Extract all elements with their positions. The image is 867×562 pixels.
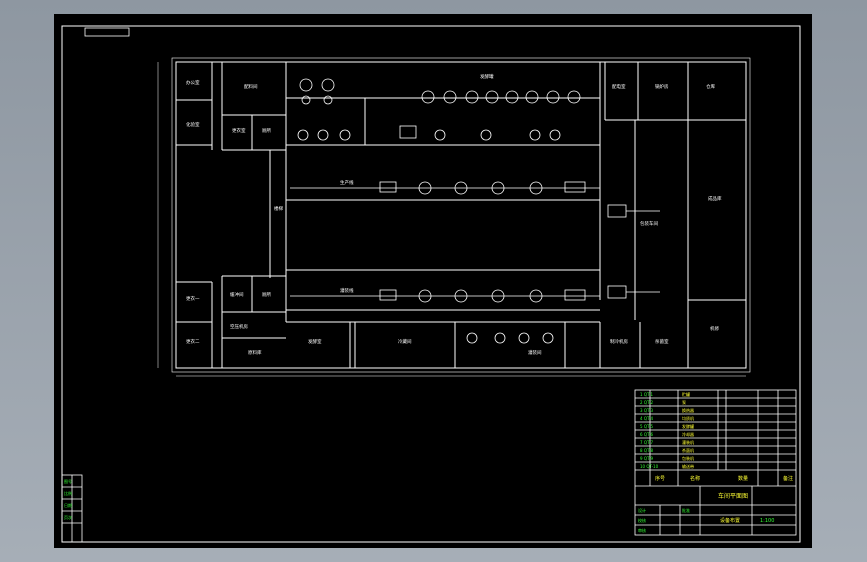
room-label: 原料库 — [248, 349, 262, 356]
part-row: 2 QT-2 — [640, 400, 653, 405]
part-row: 5 QT-5 — [640, 424, 653, 429]
sign-cell: 审核 — [638, 527, 646, 533]
part-row: 10 QT-10 — [640, 464, 659, 469]
part-row: 换热器 — [682, 407, 694, 413]
room-label: 配料间 — [244, 83, 258, 90]
header-cell: 备注 — [783, 475, 793, 482]
sign-cell: 校核 — [638, 517, 646, 523]
part-row: 冷却器 — [682, 431, 694, 437]
header-cell: 名称 — [690, 475, 700, 482]
header-cell: 序号 — [655, 475, 665, 482]
room-label: 锅炉房 — [655, 83, 669, 90]
room-label: 更衣室 — [232, 127, 246, 134]
room-label: 办公室 — [186, 79, 200, 86]
part-row: 3 QT-3 — [640, 408, 653, 413]
room-label: 发酵室 — [308, 338, 322, 345]
room-label: 杀菌室 — [655, 338, 669, 345]
stamp-cell: 比例 — [64, 490, 72, 496]
room-label: 制冷机房 — [610, 338, 628, 345]
building-plan — [157, 57, 751, 377]
hall-label: 生产线 — [340, 179, 354, 186]
stamp-cell: 日期 — [64, 502, 72, 508]
part-row: 6 QT-6 — [640, 432, 653, 437]
room-label: 冷藏间 — [398, 338, 412, 345]
stamp-cell: 图号 — [64, 478, 72, 484]
part-row: 灌装机 — [682, 439, 694, 445]
part-row: 8 QT-8 — [640, 448, 653, 453]
hall-label: 灌装线 — [340, 287, 354, 294]
drawing-sheet — [54, 14, 812, 548]
room-label: 空压机房 — [230, 323, 248, 330]
part-row: 4 QT-4 — [640, 416, 653, 421]
room-label: 厕所 — [262, 291, 271, 298]
part-row: 包装机 — [682, 455, 694, 461]
sheet-border — [61, 25, 801, 543]
part-row: 9 QT-9 — [640, 456, 653, 461]
part-row: 7 QT-7 — [640, 440, 653, 445]
room-label: 楼梯 — [274, 205, 283, 212]
part-row: 1 QT-1 — [640, 392, 653, 397]
part-row: 输送带 — [682, 463, 694, 469]
part-row: 均质机 — [682, 415, 694, 421]
hall-label: 发酵罐 — [480, 73, 494, 80]
tank-row-middle — [290, 125, 660, 344]
room-label: 机修 — [710, 325, 719, 332]
part-row: 贮罐 — [682, 391, 690, 397]
sign-cell: 设计 — [638, 507, 646, 513]
corner-tag — [84, 27, 130, 37]
room-label: 厕所 — [262, 127, 271, 134]
tank-row-top — [297, 78, 581, 141]
drawing-subtitle: 设备布置 — [720, 517, 740, 524]
room-label: 缓冲间 — [230, 291, 244, 298]
room-label: 成品库 — [708, 195, 722, 202]
header-cell: 数量 — [738, 475, 748, 482]
part-row: 泵 — [682, 400, 686, 405]
room-label: 化验室 — [186, 121, 200, 128]
title-block — [634, 389, 797, 536]
room-label: 更衣一 — [186, 295, 200, 302]
revision-stamp — [61, 474, 83, 543]
room-label: 仓库 — [706, 83, 715, 90]
scale-value: 1:100 — [760, 518, 774, 524]
room-label: 灌装间 — [528, 349, 542, 356]
drawing-title: 车间平面图 — [718, 492, 748, 500]
part-row: 发酵罐 — [682, 423, 694, 429]
part-row: 杀菌机 — [682, 447, 694, 453]
room-label: 包装车间 — [640, 220, 658, 227]
stamp-cell: 页次 — [64, 514, 72, 520]
sign-cell: 批准 — [682, 507, 690, 513]
room-label: 配电室 — [612, 83, 626, 90]
room-label: 更衣二 — [186, 338, 200, 345]
